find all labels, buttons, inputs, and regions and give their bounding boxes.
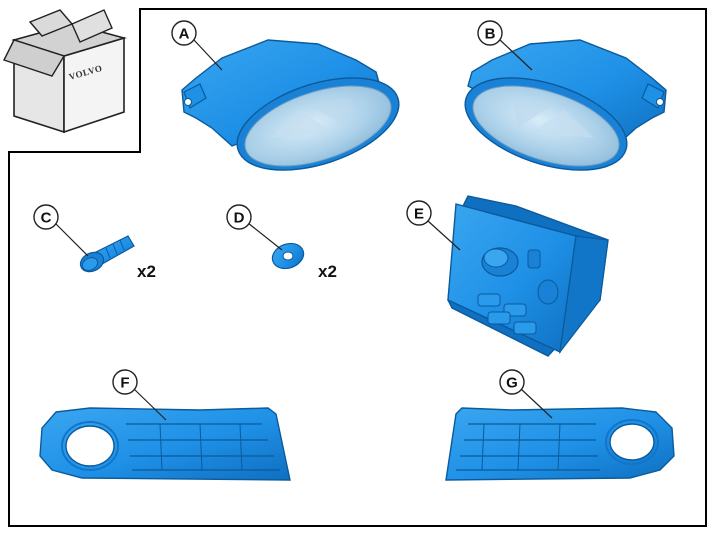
box-icon: VOLVO [3, 9, 127, 134]
outer-border [8, 8, 707, 527]
fog-lamp-right [464, 39, 667, 171]
screw-quantity: x2 [137, 262, 156, 281]
callout-d: D [226, 204, 283, 251]
fog-lamp-left [181, 39, 400, 171]
grille-left [39, 407, 291, 481]
washer [271, 242, 305, 270]
callout-g-label: G [506, 375, 518, 392]
callout-e-label: E [414, 206, 424, 223]
light-switch-module [447, 195, 609, 357]
callout-b: B [477, 20, 533, 71]
screw [79, 235, 135, 273]
callout-f-label: F [120, 375, 129, 392]
callout-f: F [112, 369, 167, 421]
callout-c: C [33, 204, 89, 257]
callout-a-label: A [179, 26, 190, 43]
callout-e: E [406, 200, 461, 251]
callout-d-label: D [234, 210, 245, 227]
callout-b-label: B [485, 26, 496, 43]
grille-right [445, 407, 675, 481]
callout-a: A [171, 20, 223, 71]
callout-c-label: C [41, 210, 52, 227]
callout-g: G [499, 369, 553, 419]
washer-quantity: x2 [318, 262, 337, 281]
